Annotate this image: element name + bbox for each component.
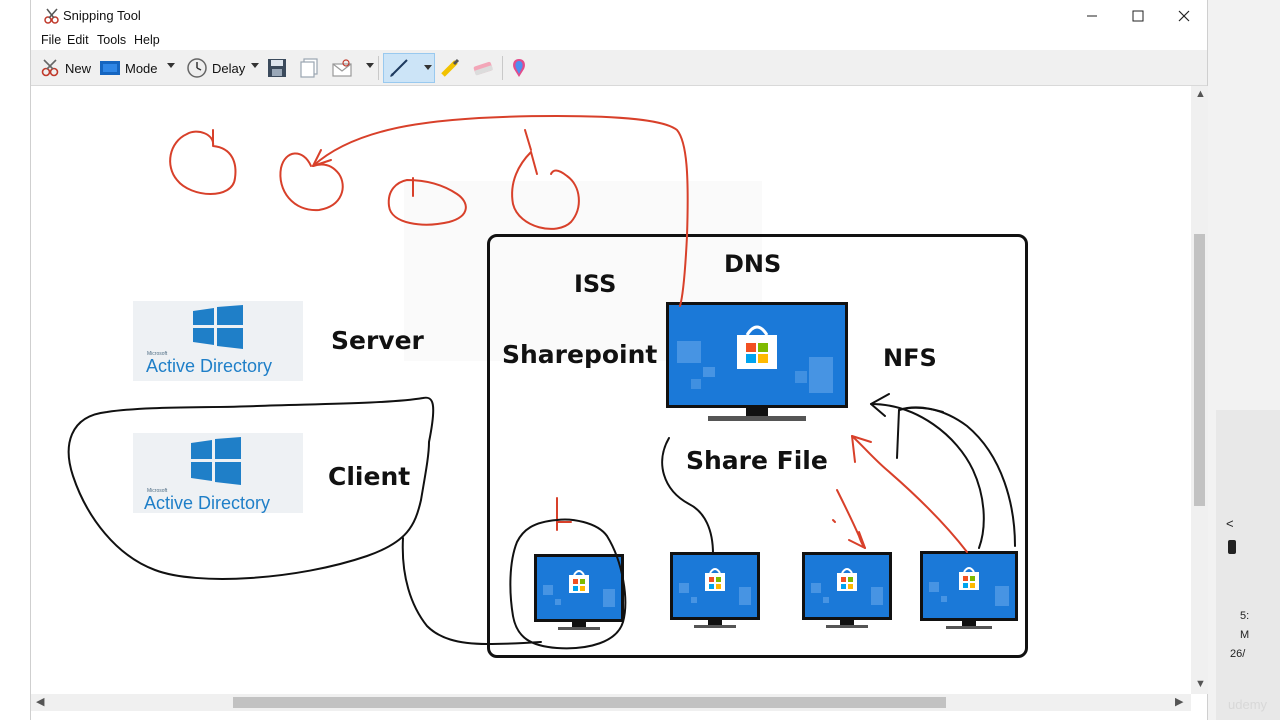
send-dropdown-icon[interactable] xyxy=(366,63,374,68)
active-directory-tile-server: Microsoft Active Directory xyxy=(133,301,303,381)
snip-canvas[interactable]: Microsoft Active Directory Microsoft Act… xyxy=(37,86,1191,694)
clock-month: M xyxy=(1240,629,1250,641)
side-chevron[interactable]: < xyxy=(1226,516,1234,531)
microsoft-small-text: Microsoft xyxy=(147,351,168,357)
menu-edit[interactable]: Edit xyxy=(67,33,89,47)
menu-tools[interactable]: Tools xyxy=(97,33,127,47)
highlighter-button[interactable] xyxy=(439,55,461,81)
pen-dropdown-icon[interactable] xyxy=(424,65,432,70)
title-bar: Snipping Tool xyxy=(31,0,1207,31)
eraser-icon xyxy=(473,61,493,76)
delay-label: Delay xyxy=(212,60,246,76)
clock-icon xyxy=(187,58,207,78)
snipping-tool-window: Snipping Tool File Edit Tools Help xyxy=(30,0,1208,720)
network-box xyxy=(487,234,1028,658)
active-directory-label: Active Directory xyxy=(144,493,271,513)
store-bag-icon xyxy=(679,568,751,605)
sharepoint-label: Sharepoint xyxy=(502,340,658,369)
client-label: Client xyxy=(328,462,411,491)
paint3d-button[interactable] xyxy=(509,55,529,81)
share-file-label: Share File xyxy=(686,446,828,475)
iss-label: ISS xyxy=(574,270,617,298)
dns-label: DNS xyxy=(724,250,782,278)
scissors-icon xyxy=(44,8,59,24)
nfs-label: NFS xyxy=(883,344,937,372)
close-button[interactable] xyxy=(1161,0,1207,31)
pen-icon xyxy=(390,59,408,77)
menu-help[interactable]: Help xyxy=(134,33,160,47)
client-monitor-4 xyxy=(920,551,1018,631)
maximize-button[interactable] xyxy=(1115,0,1161,31)
maximize-icon xyxy=(1132,10,1144,21)
close-icon xyxy=(1178,10,1190,21)
send-button[interactable] xyxy=(331,55,353,81)
copy-icon xyxy=(300,58,318,78)
highlighter-icon xyxy=(441,58,460,77)
scroll-down-arrow[interactable]: ▼ xyxy=(1195,678,1206,690)
store-bag-icon xyxy=(929,567,1009,606)
store-bag-icon xyxy=(543,570,615,607)
scroll-left-arrow[interactable]: ◀ xyxy=(36,696,45,708)
clock-date: 26/ xyxy=(1230,648,1246,660)
pen-tool-group[interactable] xyxy=(383,53,435,83)
send-snip-icon xyxy=(332,59,352,77)
vertical-scrollbar[interactable]: ▲ ▼ xyxy=(1191,86,1208,694)
eraser-button[interactable] xyxy=(471,55,495,81)
store-bag-icon xyxy=(811,568,883,605)
server-label: Server xyxy=(331,326,424,355)
minimize-icon xyxy=(1087,15,1097,16)
windows-logo-icon xyxy=(193,305,243,349)
active-directory-tile-client: Microsoft Active Directory xyxy=(133,433,303,513)
mode-dropdown-icon[interactable] xyxy=(167,63,175,68)
taskbar-side-panel xyxy=(1216,410,1280,720)
windows-logo-icon xyxy=(191,437,241,485)
udemy-watermark: udemy xyxy=(1228,697,1268,712)
toolbar: New Mode Delay xyxy=(31,50,1207,86)
menu-file[interactable]: File xyxy=(41,33,62,47)
mode-button[interactable]: Mode xyxy=(99,55,158,81)
toolbar-divider-2 xyxy=(502,56,503,80)
new-button[interactable]: New xyxy=(39,55,91,81)
window-title: Snipping Tool xyxy=(63,8,141,23)
scroll-up-arrow[interactable]: ▲ xyxy=(1195,88,1206,100)
save-icon xyxy=(268,59,286,77)
delay-button[interactable]: Delay xyxy=(186,55,245,81)
client-monitor-1 xyxy=(534,554,624,632)
client-monitor-2 xyxy=(670,552,760,630)
client-monitor-3 xyxy=(802,552,892,630)
save-button[interactable] xyxy=(267,55,287,81)
horizontal-scroll-thumb[interactable] xyxy=(233,697,946,708)
server-monitor xyxy=(666,302,848,422)
horizontal-scrollbar[interactable]: ◀ ▶ xyxy=(31,694,1191,711)
server-monitor-screen xyxy=(666,302,848,408)
delay-dropdown-icon[interactable] xyxy=(251,63,259,68)
clock-time: 5: xyxy=(1240,610,1250,622)
microphone-icon[interactable] xyxy=(1228,540,1236,554)
new-snip-icon xyxy=(41,59,59,77)
new-label: New xyxy=(65,60,92,76)
desktop-left-edge xyxy=(0,0,30,720)
copy-button[interactable] xyxy=(299,55,319,81)
vertical-scroll-thumb[interactable] xyxy=(1194,234,1205,506)
paint3d-icon xyxy=(513,59,525,77)
minimize-button[interactable] xyxy=(1069,0,1115,31)
menu-bar: File Edit Tools Help xyxy=(31,31,1207,50)
scroll-right-arrow[interactable]: ▶ xyxy=(1175,696,1184,708)
active-directory-label: Active Directory xyxy=(146,356,273,376)
toolbar-divider xyxy=(378,56,379,80)
mode-icon xyxy=(100,61,120,75)
store-bag-icon xyxy=(677,325,833,393)
mode-label: Mode xyxy=(125,60,158,76)
